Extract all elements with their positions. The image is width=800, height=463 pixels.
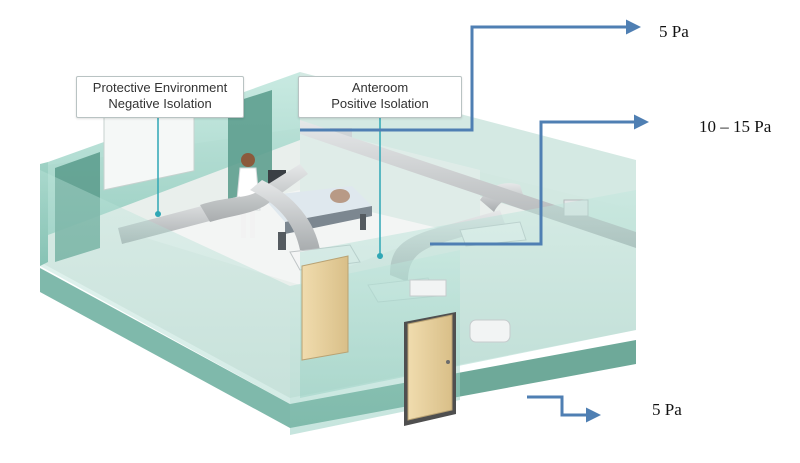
callout-anteroom-line2: Positive Isolation	[331, 96, 429, 111]
airflow-arrow-corridor	[527, 395, 601, 423]
pressure-label-anteroom: 10 – 15 Pa	[699, 117, 772, 136]
callout-connector-protective	[155, 118, 161, 217]
callout-connector-anteroom	[377, 118, 383, 259]
callout-protective-environment: Protective Environment Negative Isolatio…	[76, 76, 244, 118]
back-wall-interior	[300, 125, 480, 238]
door-anteroom	[301, 255, 349, 361]
pressure-label-exhaust: 5 Pa	[659, 22, 689, 41]
door-corridor	[404, 312, 456, 426]
bathroom-fixtures	[409, 279, 511, 343]
callout-protective-line1: Protective Environment	[92, 80, 228, 95]
airflow-arrow-anteroom	[430, 114, 649, 246]
callout-protective-line2: Negative Isolation	[108, 96, 212, 111]
pressure-label-corridor: 5 Pa	[652, 400, 682, 419]
front-wall-left	[40, 170, 290, 404]
callout-anteroom-line1: Anteroom	[351, 80, 409, 95]
airflow-arrow-exhaust	[300, 19, 641, 132]
callout-anteroom: Anteroom Positive Isolation	[298, 76, 462, 118]
